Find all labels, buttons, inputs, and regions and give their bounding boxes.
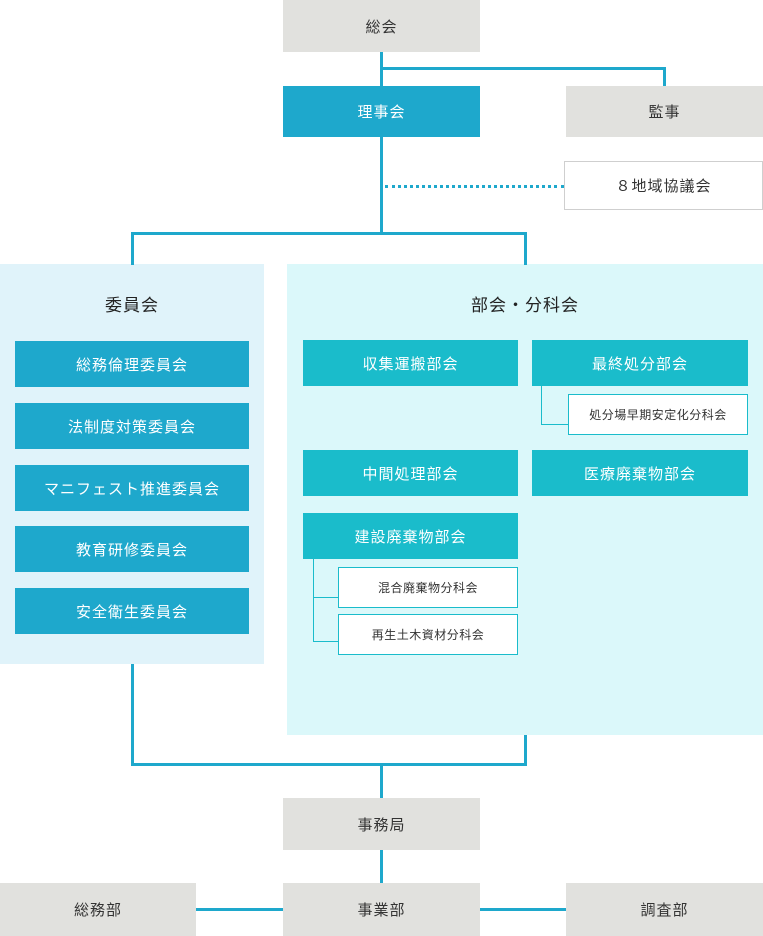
connector-line: [380, 137, 383, 234]
connector-line: [524, 232, 527, 265]
connector-line: [524, 735, 527, 766]
board-box: 理事会: [283, 86, 480, 137]
connector-line: [380, 67, 666, 70]
general-meeting-box: 総会: [283, 0, 480, 52]
sections-title: 部会・分科会: [471, 296, 579, 316]
secretariat-box: 事務局: [283, 798, 480, 850]
connector-line: [131, 232, 527, 235]
section-medical: 医療廃棄物部会: [532, 450, 748, 496]
committees-title: 委員会: [105, 296, 159, 316]
committee-item: 安全衛生委員会: [15, 588, 249, 634]
subsection-recycled-materials: 再生土木資材分科会: [338, 614, 518, 655]
business-box: 事業部: [283, 883, 480, 936]
connector-line: [196, 908, 284, 911]
dotted-connector-line: [385, 185, 564, 188]
committee-item: 教育研修委員会: [15, 526, 249, 572]
section-final-disposal: 最終処分部会: [532, 340, 748, 386]
sub-connector-line: [313, 597, 338, 598]
connector-line: [380, 763, 383, 798]
sub-connector-line: [313, 559, 314, 642]
connector-line: [663, 67, 666, 86]
sub-connector-line: [541, 385, 542, 424]
section-construction: 建設廃棄物部会: [303, 513, 518, 559]
subsection-landfill-stabilization: 処分場早期安定化分科会: [568, 394, 748, 435]
connector-line: [131, 664, 134, 766]
connector-line: [131, 763, 527, 766]
sub-connector-line: [313, 641, 338, 642]
committee-item: 総務倫理委員会: [15, 341, 249, 387]
section-intermediate: 中間処理部会: [303, 450, 518, 496]
auditor-box: 監事: [566, 86, 763, 137]
sections-panel: [287, 264, 763, 735]
connector-line: [131, 232, 134, 265]
sub-connector-line: [541, 424, 568, 425]
connector-line: [380, 850, 383, 883]
committee-item: 法制度対策委員会: [15, 403, 249, 449]
general-affairs-box: 総務部: [0, 883, 196, 936]
investigation-box: 調査部: [566, 883, 763, 936]
regional-council-box: ８地域協議会: [564, 161, 763, 210]
connector-line: [480, 908, 566, 911]
committee-item: マニフェスト推進委員会: [15, 465, 249, 511]
subsection-mixed-waste: 混合廃棄物分科会: [338, 567, 518, 608]
section-collection: 収集運搬部会: [303, 340, 518, 386]
